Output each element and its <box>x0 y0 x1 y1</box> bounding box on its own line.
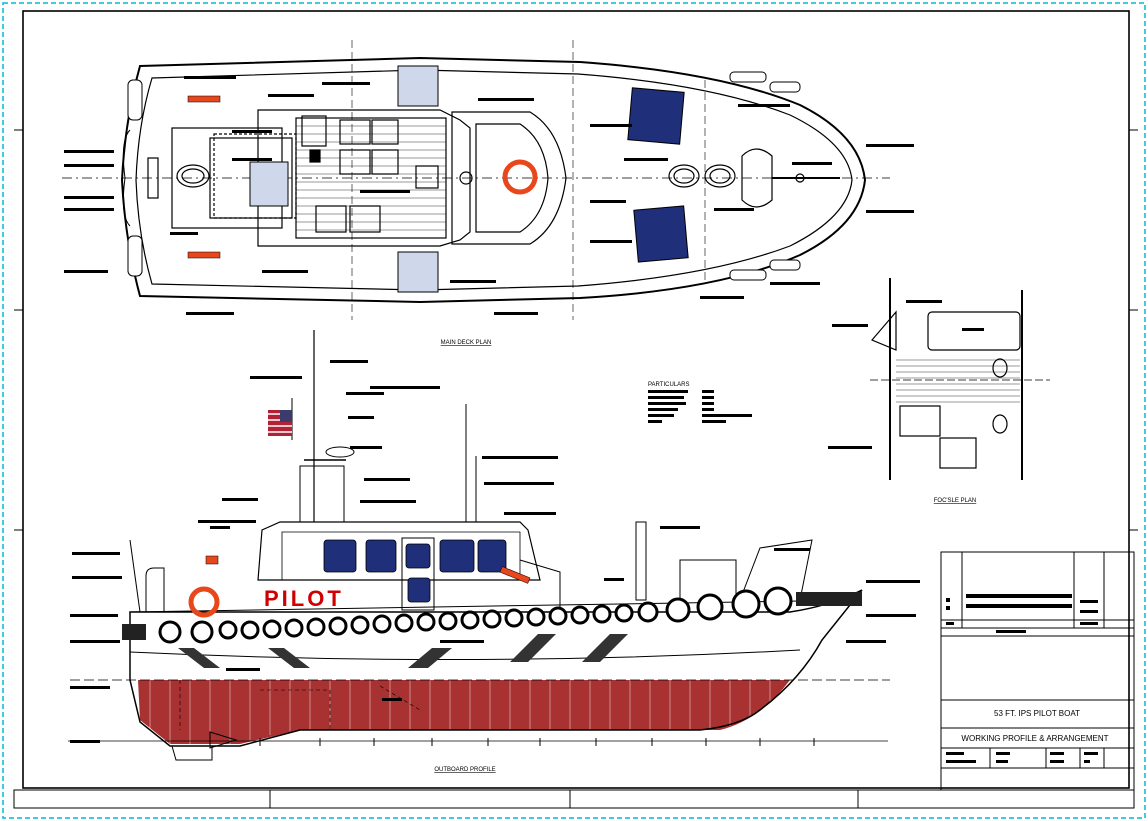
focsle-plan <box>870 278 1050 480</box>
focsle-plan-label: FOC'SLE PLAN <box>934 498 977 504</box>
stern-light-stbd <box>187 251 221 259</box>
title-block <box>940 551 1135 791</box>
life-ring-icon <box>502 159 538 195</box>
liferaft-icon <box>499 566 531 584</box>
hull-bottom-paint <box>138 680 790 744</box>
deck-colored-items <box>187 65 689 293</box>
solar-panel-stbd <box>633 205 689 263</box>
stern-light-port <box>187 95 221 103</box>
deck-fenders <box>127 71 801 281</box>
hull-pilot-marking: PILOT <box>264 586 344 611</box>
title-block-project: 53 FT. IPS PILOT BOAT <box>994 709 1080 718</box>
particulars-table: PARTICULARS <box>370 382 752 423</box>
engine-hatch-icon <box>249 161 289 207</box>
bow-fender <box>796 592 862 606</box>
focsle-callouts <box>828 300 984 449</box>
title-block-fill <box>946 594 1098 763</box>
stern-fender <box>122 624 146 640</box>
outboard-profile: PILOT <box>68 330 890 761</box>
us-flag-icon <box>268 410 292 436</box>
outboard-profile-label: OUTBOARD PROFILE <box>434 767 495 773</box>
deck-callouts <box>64 76 914 315</box>
cabin-windows <box>323 539 507 603</box>
solar-panel-port <box>627 87 685 145</box>
stern-light-icon <box>205 555 219 565</box>
hull-grip-panels <box>178 634 628 668</box>
life-ring-profile-icon <box>188 586 220 618</box>
title-block-sheet-title: WORKING PROFILE & ARRANGEMENT <box>961 734 1108 743</box>
hatch-port-icon <box>397 65 439 107</box>
main-deck-plan-label: MAIN DECK PLAN <box>441 340 492 346</box>
hatch-stbd-icon <box>397 251 439 293</box>
tyre-fenders <box>158 586 793 644</box>
particulars-heading: PARTICULARS <box>648 382 689 388</box>
profile-callouts <box>70 360 920 743</box>
station-ticks <box>259 738 815 746</box>
